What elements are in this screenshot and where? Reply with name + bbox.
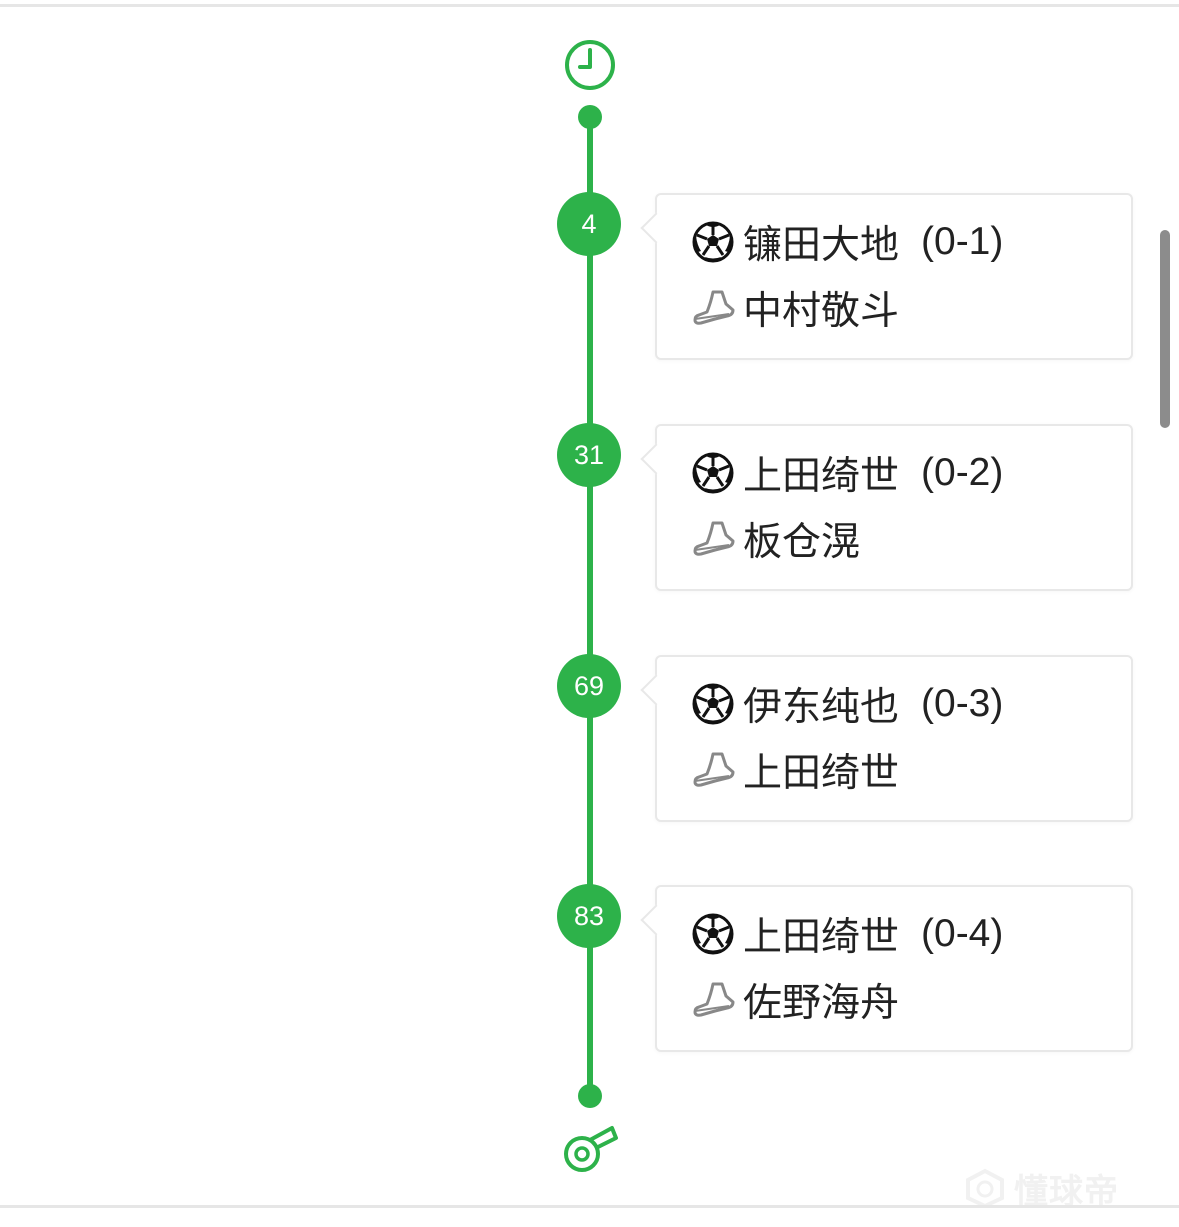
assist-row: 中村敬斗 <box>691 283 899 333</box>
soccer-ball-icon <box>692 683 734 725</box>
soccer-ball-icon <box>692 452 734 494</box>
timeline-start-dot <box>578 105 602 129</box>
assist-name: 板仓滉 <box>743 521 861 564</box>
assist-row: 佐野海舟 <box>691 975 899 1025</box>
top-divider <box>0 4 1179 7</box>
card-pointer <box>640 212 672 244</box>
goal-event-card[interactable]: 上田绮世 (0-2) 板仓滉 <box>640 424 1133 591</box>
timeline-line <box>587 116 593 1096</box>
clock-icon <box>565 40 615 90</box>
assist-name: 中村敬斗 <box>743 290 900 333</box>
watermark-logo-icon <box>966 1168 1004 1208</box>
bottom-divider <box>0 1205 1179 1208</box>
boot-icon <box>693 982 735 1017</box>
soccer-ball-icon <box>692 221 734 263</box>
timeline-end-dot <box>578 1084 602 1108</box>
scorer-name: 上田绮世 <box>743 455 900 498</box>
goal-row: 镰田大地 (0-1) <box>691 217 1003 267</box>
goal-event-card[interactable]: 上田绮世 (0-4) 佐野海舟 <box>640 885 1133 1052</box>
boot-icon <box>693 752 735 787</box>
score-text: (0-3) <box>921 682 1004 725</box>
boot-icon <box>693 521 735 556</box>
card-pointer <box>640 443 672 475</box>
minute-marker: 31 <box>557 423 621 487</box>
goal-row: 上田绮世 (0-4) <box>691 909 1003 959</box>
goal-row: 伊东纯也 (0-3) <box>691 679 1003 729</box>
score-text: (0-1) <box>921 220 1004 263</box>
assist-row: 上田绮世 <box>691 745 899 795</box>
scorer-name: 上田绮世 <box>743 916 900 959</box>
goal-row: 上田绮世 (0-2) <box>691 448 1003 498</box>
goal-event-card[interactable]: 伊东纯也 (0-3) 上田绮世 <box>640 655 1133 822</box>
whistle-icon <box>564 1126 618 1172</box>
scorer-name: 镰田大地 <box>743 224 900 267</box>
score-text: (0-2) <box>921 451 1004 494</box>
score-text: (0-4) <box>921 912 1004 955</box>
scorer-name: 伊东纯也 <box>743 686 900 729</box>
minute-marker: 69 <box>557 654 621 718</box>
assist-name: 上田绮世 <box>743 752 900 795</box>
watermark-text: 懂球帝 <box>1014 1172 1119 1211</box>
goal-event-card[interactable]: 镰田大地 (0-1) 中村敬斗 <box>640 193 1133 360</box>
watermark: 懂球帝 <box>962 1168 1119 1211</box>
boot-icon <box>693 290 735 325</box>
assist-row: 板仓滉 <box>691 514 860 564</box>
scrollbar[interactable] <box>1160 230 1170 428</box>
minute-marker: 83 <box>557 884 621 948</box>
card-pointer <box>640 674 672 706</box>
card-pointer <box>640 904 672 936</box>
assist-name: 佐野海舟 <box>743 982 900 1025</box>
soccer-ball-icon <box>692 913 734 955</box>
minute-marker: 4 <box>557 192 621 256</box>
